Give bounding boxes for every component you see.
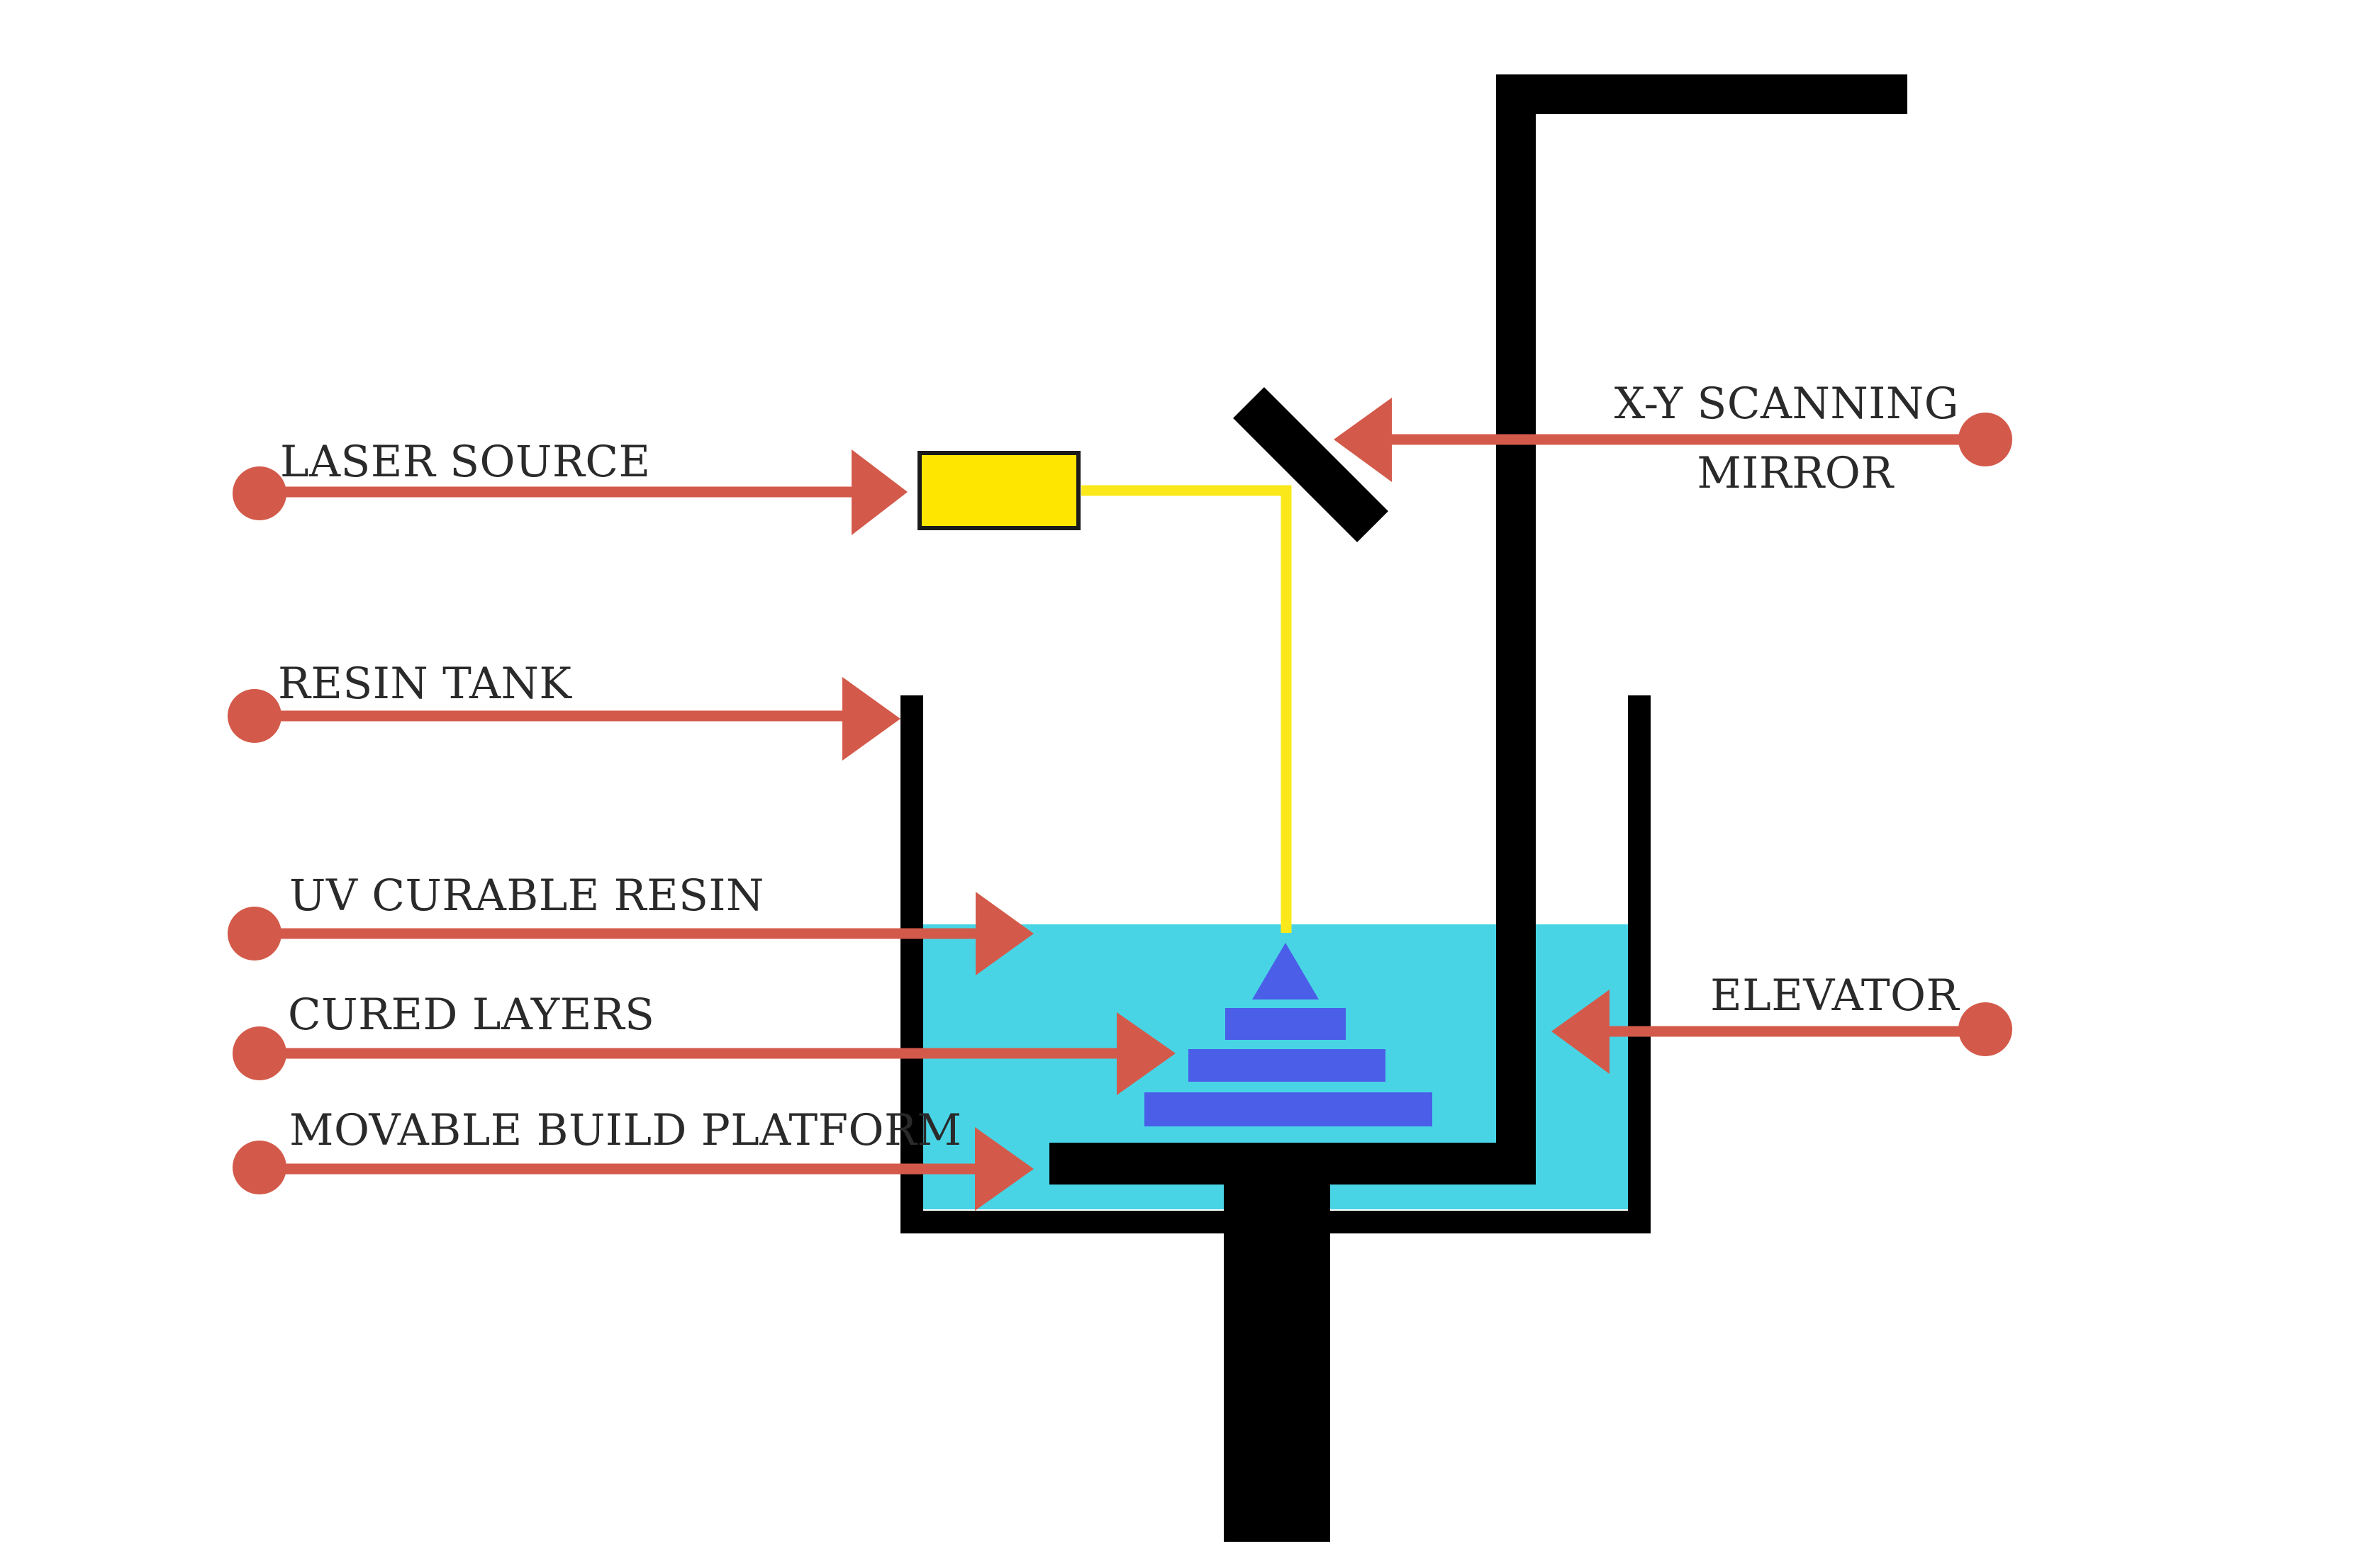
label-cured-layers: CURED LAYERS (288, 990, 654, 1040)
label-xy-scanning-mirror-line2: MIRROR (1697, 448, 1895, 498)
tank-left-wall (900, 695, 923, 1233)
label-resin-tank: RESIN TANK (278, 659, 572, 709)
arrow-with-dot-icon (1551, 990, 2012, 1074)
arrow-with-dot-icon (228, 892, 1034, 975)
label-laser-source: LASER SOURCE (280, 437, 651, 487)
elevator-upper-column (1496, 74, 1536, 1134)
movable-build-platform (1049, 1143, 1536, 1542)
label-uv-curable-resin: UV CURABLE RESIN (289, 870, 764, 921)
arrow-with-dot-icon (233, 1012, 1176, 1095)
platform-support-stem (1224, 1185, 1330, 1542)
arrow-with-dot-icon (233, 449, 908, 535)
build-platform-plate (1049, 1143, 1536, 1185)
xy-scanning-mirror (1233, 387, 1388, 542)
elevator-top-arm (1496, 74, 1907, 114)
tank-right-wall (1628, 695, 1651, 1233)
cured-layer-2 (1188, 1049, 1385, 1082)
cured-layer-3 (1144, 1092, 1432, 1126)
cured-layer-1 (1225, 1008, 1346, 1040)
label-xy-scanning-mirror-line1: X-Y SCANNING (1614, 379, 1959, 429)
elevator (1496, 74, 1907, 1185)
laser-source (917, 451, 1081, 530)
laser-beam (1081, 485, 1292, 933)
arrow-with-dot-icon (228, 677, 900, 761)
label-movable-build-platform: MOVABLE BUILD PLATFORM (289, 1105, 961, 1155)
label-elevator: ELEVATOR (1710, 970, 1960, 1021)
label-pointers (228, 398, 2012, 1211)
cured-layers (1144, 943, 1432, 1126)
arrow-with-dot-icon (1334, 398, 2012, 482)
cured-layer-tip (1252, 943, 1319, 999)
arrow-with-dot-icon (233, 1127, 1034, 1211)
